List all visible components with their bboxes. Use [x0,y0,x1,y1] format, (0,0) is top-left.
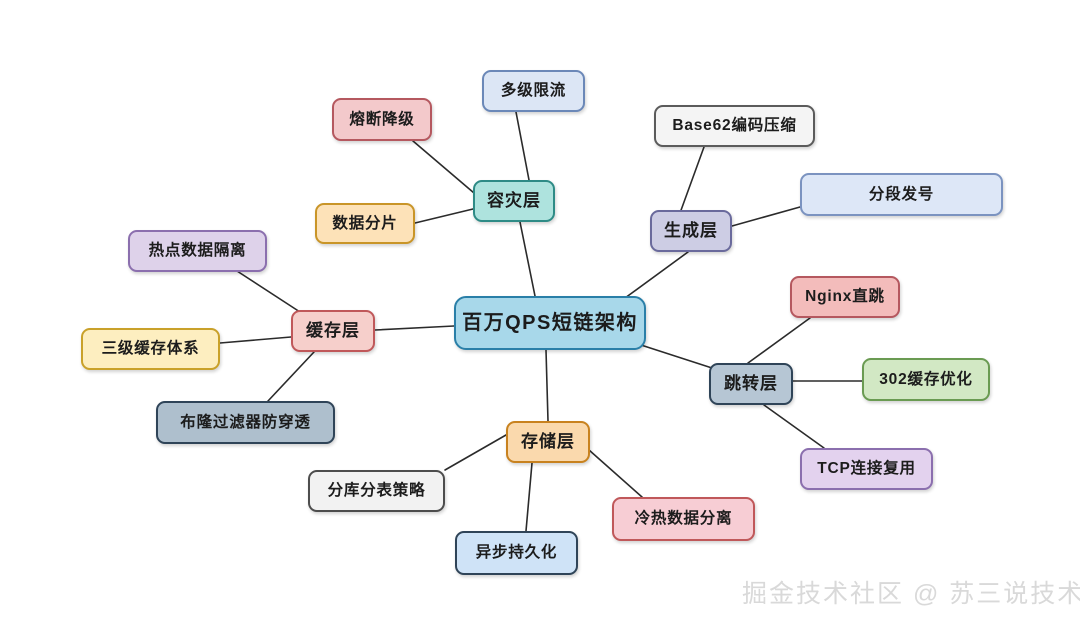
leaf-node-segment-id[interactable]: 分段发号 [800,173,1003,216]
leaf-node-label: 302缓存优化 [879,370,973,388]
leaf-node-data-sharding[interactable]: 数据分片 [315,203,415,244]
leaf-node-label: Base62编码压缩 [672,117,797,135]
edge-cache-to-three-tier-cache [219,336,292,344]
root-node[interactable]: 百万QPS短链架构 [454,296,646,350]
leaf-node-hot-cold-split[interactable]: 冷热数据分离 [612,497,755,541]
edge-root-to-cache [374,325,455,331]
leaf-node-label: 多级限流 [500,82,567,100]
edge-disaster-to-rate-limit [515,111,530,181]
leaf-node-label: 异步持久化 [475,544,558,562]
edge-cache-to-bloom-filter [267,351,315,402]
leaf-node-label: 冷热数据分离 [634,510,733,528]
leaf-node-label: TCP连接复用 [817,460,916,478]
edge-root-to-storage [545,349,549,422]
edge-cache-to-hot-data-isolation [236,270,301,313]
branch-node-label: 生成层 [664,220,718,240]
leaf-node-three-tier-cache[interactable]: 三级缓存体系 [81,328,220,370]
branch-node-storage[interactable]: 存储层 [506,421,590,463]
leaf-node-db-sharding[interactable]: 分库分表策略 [308,470,445,512]
leaf-node-bloom-filter[interactable]: 布隆过滤器防穿透 [156,401,335,444]
edge-storage-to-async-persist [525,462,533,532]
branch-node-disaster[interactable]: 容灾层 [473,180,555,222]
leaf-node-async-persist[interactable]: 异步持久化 [455,531,578,575]
leaf-node-label: 热点数据隔离 [148,242,247,260]
edge-disaster-to-circuit-breaker [412,140,475,194]
edge-root-to-redirect [640,344,713,369]
edge-root-to-generation [624,251,689,299]
leaf-node-cache-302[interactable]: 302缓存优化 [862,358,990,401]
branch-node-label: 存储层 [521,431,575,451]
leaf-node-label: 熔断降级 [349,110,415,128]
edge-generation-to-base62 [679,146,705,214]
watermark: 掘金技术社区 @ 苏三说技术 [742,580,1080,608]
branch-node-redirect[interactable]: 跳转层 [709,363,793,405]
edge-generation-to-segment-id [731,206,801,227]
leaf-node-rate-limit[interactable]: 多级限流 [482,70,585,112]
edge-disaster-to-data-sharding [414,208,474,224]
branch-node-cache[interactable]: 缓存层 [291,310,375,352]
branch-node-label: 跳转层 [724,373,778,393]
edge-redirect-to-tcp-reuse [763,404,825,449]
leaf-node-hot-data-isolation[interactable]: 热点数据隔离 [128,230,267,272]
leaf-node-label: 分库分表策略 [327,482,426,500]
edge-root-to-disaster [519,221,536,297]
leaf-node-label: 三级缓存体系 [101,340,200,358]
branch-node-label: 缓存层 [306,320,360,340]
leaf-node-label: 分段发号 [868,185,935,203]
root-node-label: 百万QPS短链架构 [462,312,638,334]
leaf-node-nginx-redirect[interactable]: Nginx直跳 [790,276,900,318]
branch-node-label: 容灾层 [487,190,541,210]
edge-storage-to-hot-cold-split [588,449,643,498]
leaf-node-base62[interactable]: Base62编码压缩 [654,105,815,147]
leaf-node-label: Nginx直跳 [805,288,885,306]
leaf-node-tcp-reuse[interactable]: TCP连接复用 [800,448,933,490]
branch-node-generation[interactable]: 生成层 [650,210,732,252]
leaf-node-circuit-breaker[interactable]: 熔断降级 [332,98,432,141]
leaf-node-label: 数据分片 [332,214,398,232]
edge-redirect-to-nginx-redirect [747,317,811,364]
leaf-node-label: 布隆过滤器防穿透 [180,413,311,431]
edge-storage-to-db-sharding [444,434,507,471]
